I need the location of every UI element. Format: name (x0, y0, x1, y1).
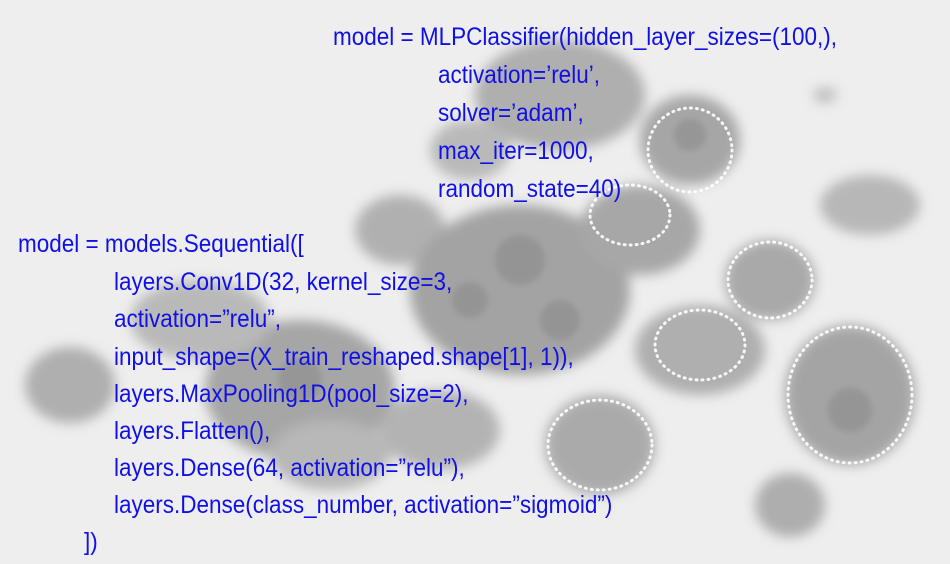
code-line: random_state=40) (438, 175, 622, 203)
code-line: solver=’adam’, (438, 99, 584, 127)
code-line: activation=’relu’, (438, 61, 600, 89)
code-line: layers.Dense(class_number, activation=”s… (114, 491, 613, 519)
code-line: model = MLPClassifier(hidden_layer_sizes… (333, 23, 837, 51)
code-line: layers.Dense(64, activation=”relu”), (114, 454, 465, 482)
code-line: layers.MaxPooling1D(pool_size=2), (114, 380, 469, 408)
code-line: input_shape=(X_train_reshaped.shape[1], … (114, 343, 574, 371)
code-line: max_iter=1000, (438, 137, 594, 165)
code-line: model = models.Sequential([ (18, 230, 304, 258)
code-line: layers.Flatten(), (114, 417, 271, 445)
code-line: activation=”relu”, (114, 305, 281, 333)
code-line: ]) (84, 528, 98, 556)
code-line: layers.Conv1D(32, kernel_size=3, (114, 268, 453, 296)
